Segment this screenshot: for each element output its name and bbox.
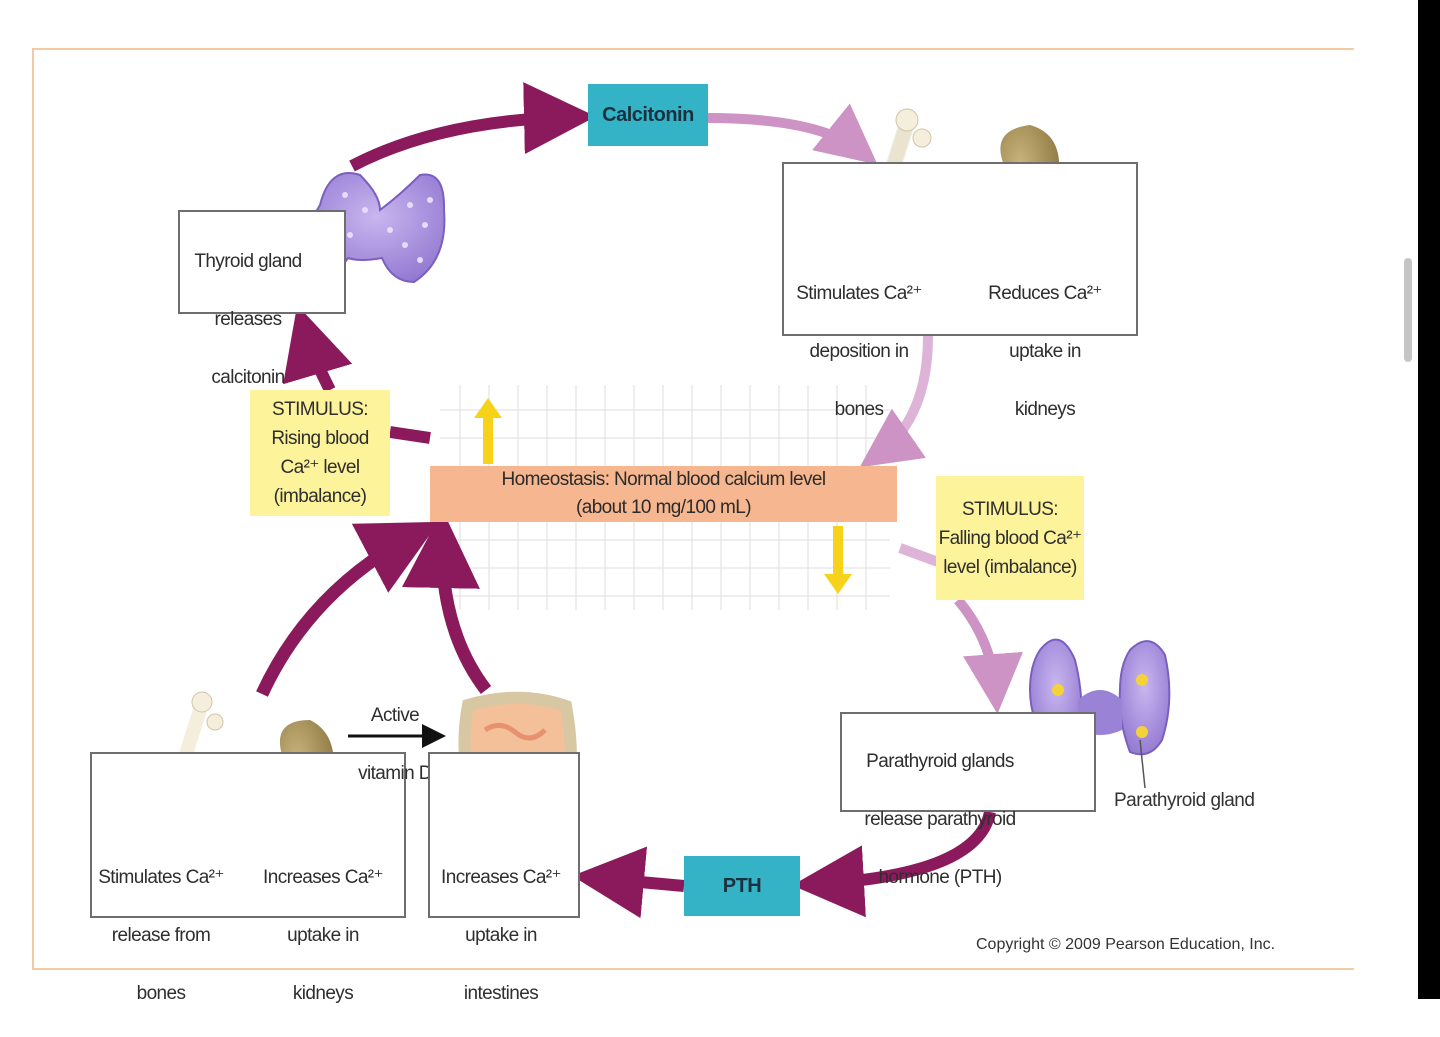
arrow-down-yellow [824,526,852,594]
arrow-stimulus-to-thyroid [283,304,353,393]
copyright-text: Copyright © 2009 Pearson Education, Inc. [976,936,1276,953]
kidney-increase-text: Increases Ca²⁺ uptake in kidneys [263,867,384,1004]
stimulus-rising-box: STIMULUS: Rising blood Ca²⁺ level (imbal… [250,390,390,516]
arrow-grid-to-stimulus [389,426,431,444]
thyroid-box-text: Thyroid gland releases calcitonin [194,251,302,388]
arrow-falling-to-parathyroid [954,596,1023,714]
bones-kidneys-box [90,752,406,918]
arrow-bones-kidneys-to-homeostasis [256,521,439,697]
arrow-intestines-to-homeostasis [401,510,492,694]
parathyroid-box [840,712,1096,812]
calcitonin-label: Calcitonin [602,103,694,126]
arrow-effects-to-homeostasis [859,335,933,468]
stimulus-falling-box: STIMULUS: Falling blood Ca²⁺ level (imba… [936,476,1084,600]
parathyroid-box-text: Parathyroid glands release parathyroid h… [864,751,1016,888]
window-edge [1418,0,1440,999]
scrollbar-thumb[interactable] [1404,258,1412,362]
arrow-up-yellow [474,398,502,464]
arrow-thyroid-to-calcitonin [349,82,596,172]
pth-label: PTH [722,874,762,897]
arrow-grid-to-falling-stimulus [898,543,940,567]
homeostasis-bar: Homeostasis: Normal blood calcium level … [430,466,897,522]
intestine-uptake-text: Increases Ca²⁺ uptake in intestines [441,867,562,1004]
calcitonin-effects-box [782,162,1138,336]
arrow-calcitonin-to-effects [707,103,878,165]
calcitonin-box: Calcitonin [588,84,708,146]
intestines-box [428,752,580,918]
parathyroid-gland-label: Parathyroid gland [1114,790,1255,811]
thyroid-box [178,210,346,314]
bone-release-text: Stimulates Ca²⁺ release from bones [98,867,224,1004]
arrow-parathyroid-to-pth [792,810,996,918]
arrow-pth-to-intestines [572,846,685,919]
bone-deposition-text: Stimulates Ca²⁺ deposition in bones [796,283,922,420]
pth-box: PTH [684,856,800,916]
diagram-frame [32,48,1354,970]
kidney-reduce-text: Reduces Ca²⁺ uptake in kidneys [988,283,1102,420]
